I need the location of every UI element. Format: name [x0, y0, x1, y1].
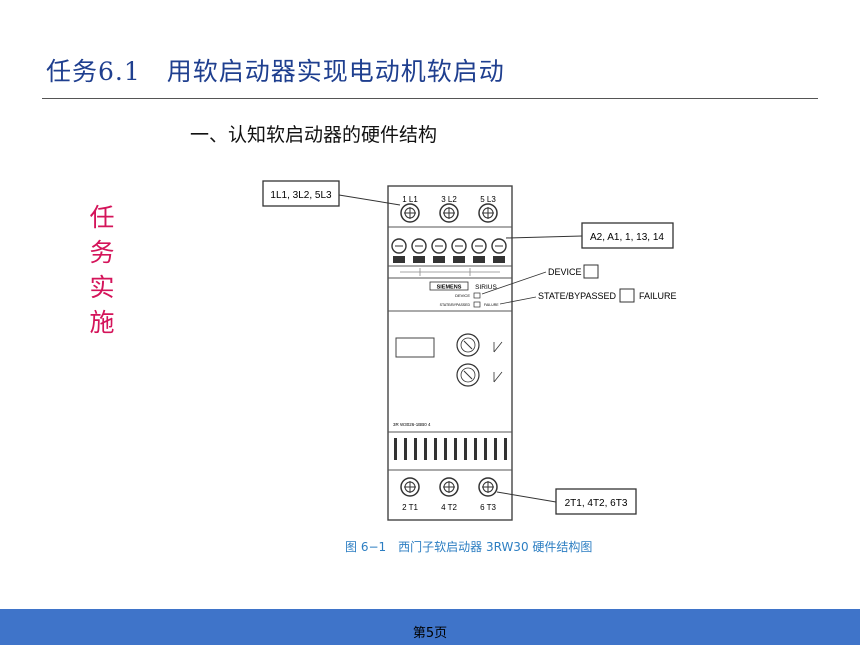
callout-box-line-terminals [262, 180, 340, 207]
side-label-char: 任 [89, 203, 115, 232]
terminal-label-3l2: 3 L2 [441, 195, 457, 204]
state-led [473, 301, 481, 308]
page-number: 第5页 [412, 626, 448, 641]
series-label: SIRIUS [475, 284, 497, 291]
footer-bar [0, 609, 860, 645]
callout-failure: FAILURE [639, 291, 677, 301]
bottom-screw-terminals [400, 477, 498, 497]
model-number: 3R W3026-1BB0 4 [393, 422, 431, 427]
figure-caption: 图 6−1 西门子软启动器 3RW30 硬件结构图 [345, 540, 593, 554]
callout-device: DEVICE [548, 267, 582, 277]
terminal-label-1l1: 1 L1 [402, 195, 418, 204]
side-label: 任 务 实 施 [86, 200, 118, 340]
callout-box-control-terminals [581, 222, 674, 249]
terminal-label-4t2: 4 T2 [441, 503, 457, 512]
ventilation-slots [394, 438, 507, 460]
led-failure-label: FAILURE [484, 303, 499, 307]
slide-title: 任务6.1 用软启动器实现电动机软启动 [46, 57, 505, 86]
section-heading: 一、认知软启动器的硬件结构 [190, 124, 438, 146]
terminal-label-5l3: 5 L3 [480, 195, 496, 204]
led-state-label: STATE/BYPASSED [440, 303, 471, 307]
callout-state-bypassed: STATE/BYPASSED [538, 291, 617, 301]
callout-motor-terminals: 2T1, 4T2, 6T3 [565, 498, 628, 509]
state-indicator-box [619, 288, 635, 303]
ramp-time-dial [456, 363, 503, 387]
title-divider [42, 98, 818, 99]
terminal-label-2t1: 2 T1 [402, 503, 418, 512]
control-terminals [391, 238, 507, 254]
side-label-char: 实 [89, 273, 115, 302]
top-screw-terminals [400, 203, 498, 223]
brand-logo: SIEMENS [437, 285, 462, 291]
callout-line-terminals: 1L1, 3L2, 5L3 [270, 190, 332, 201]
device-led [473, 292, 481, 299]
device-indicator-box [583, 264, 599, 279]
label-window [395, 337, 435, 358]
brand-plate [429, 281, 469, 291]
callout-control-terminals: A2, A1, 1, 13, 14 [590, 232, 664, 243]
terminal-label-6t3: 6 T3 [480, 503, 496, 512]
callout-box-motor-terminals [555, 488, 637, 515]
start-voltage-dial [456, 333, 503, 357]
side-label-char: 务 [89, 238, 115, 267]
side-label-char: 施 [89, 308, 115, 337]
led-device-label: DEVICE [455, 293, 470, 298]
